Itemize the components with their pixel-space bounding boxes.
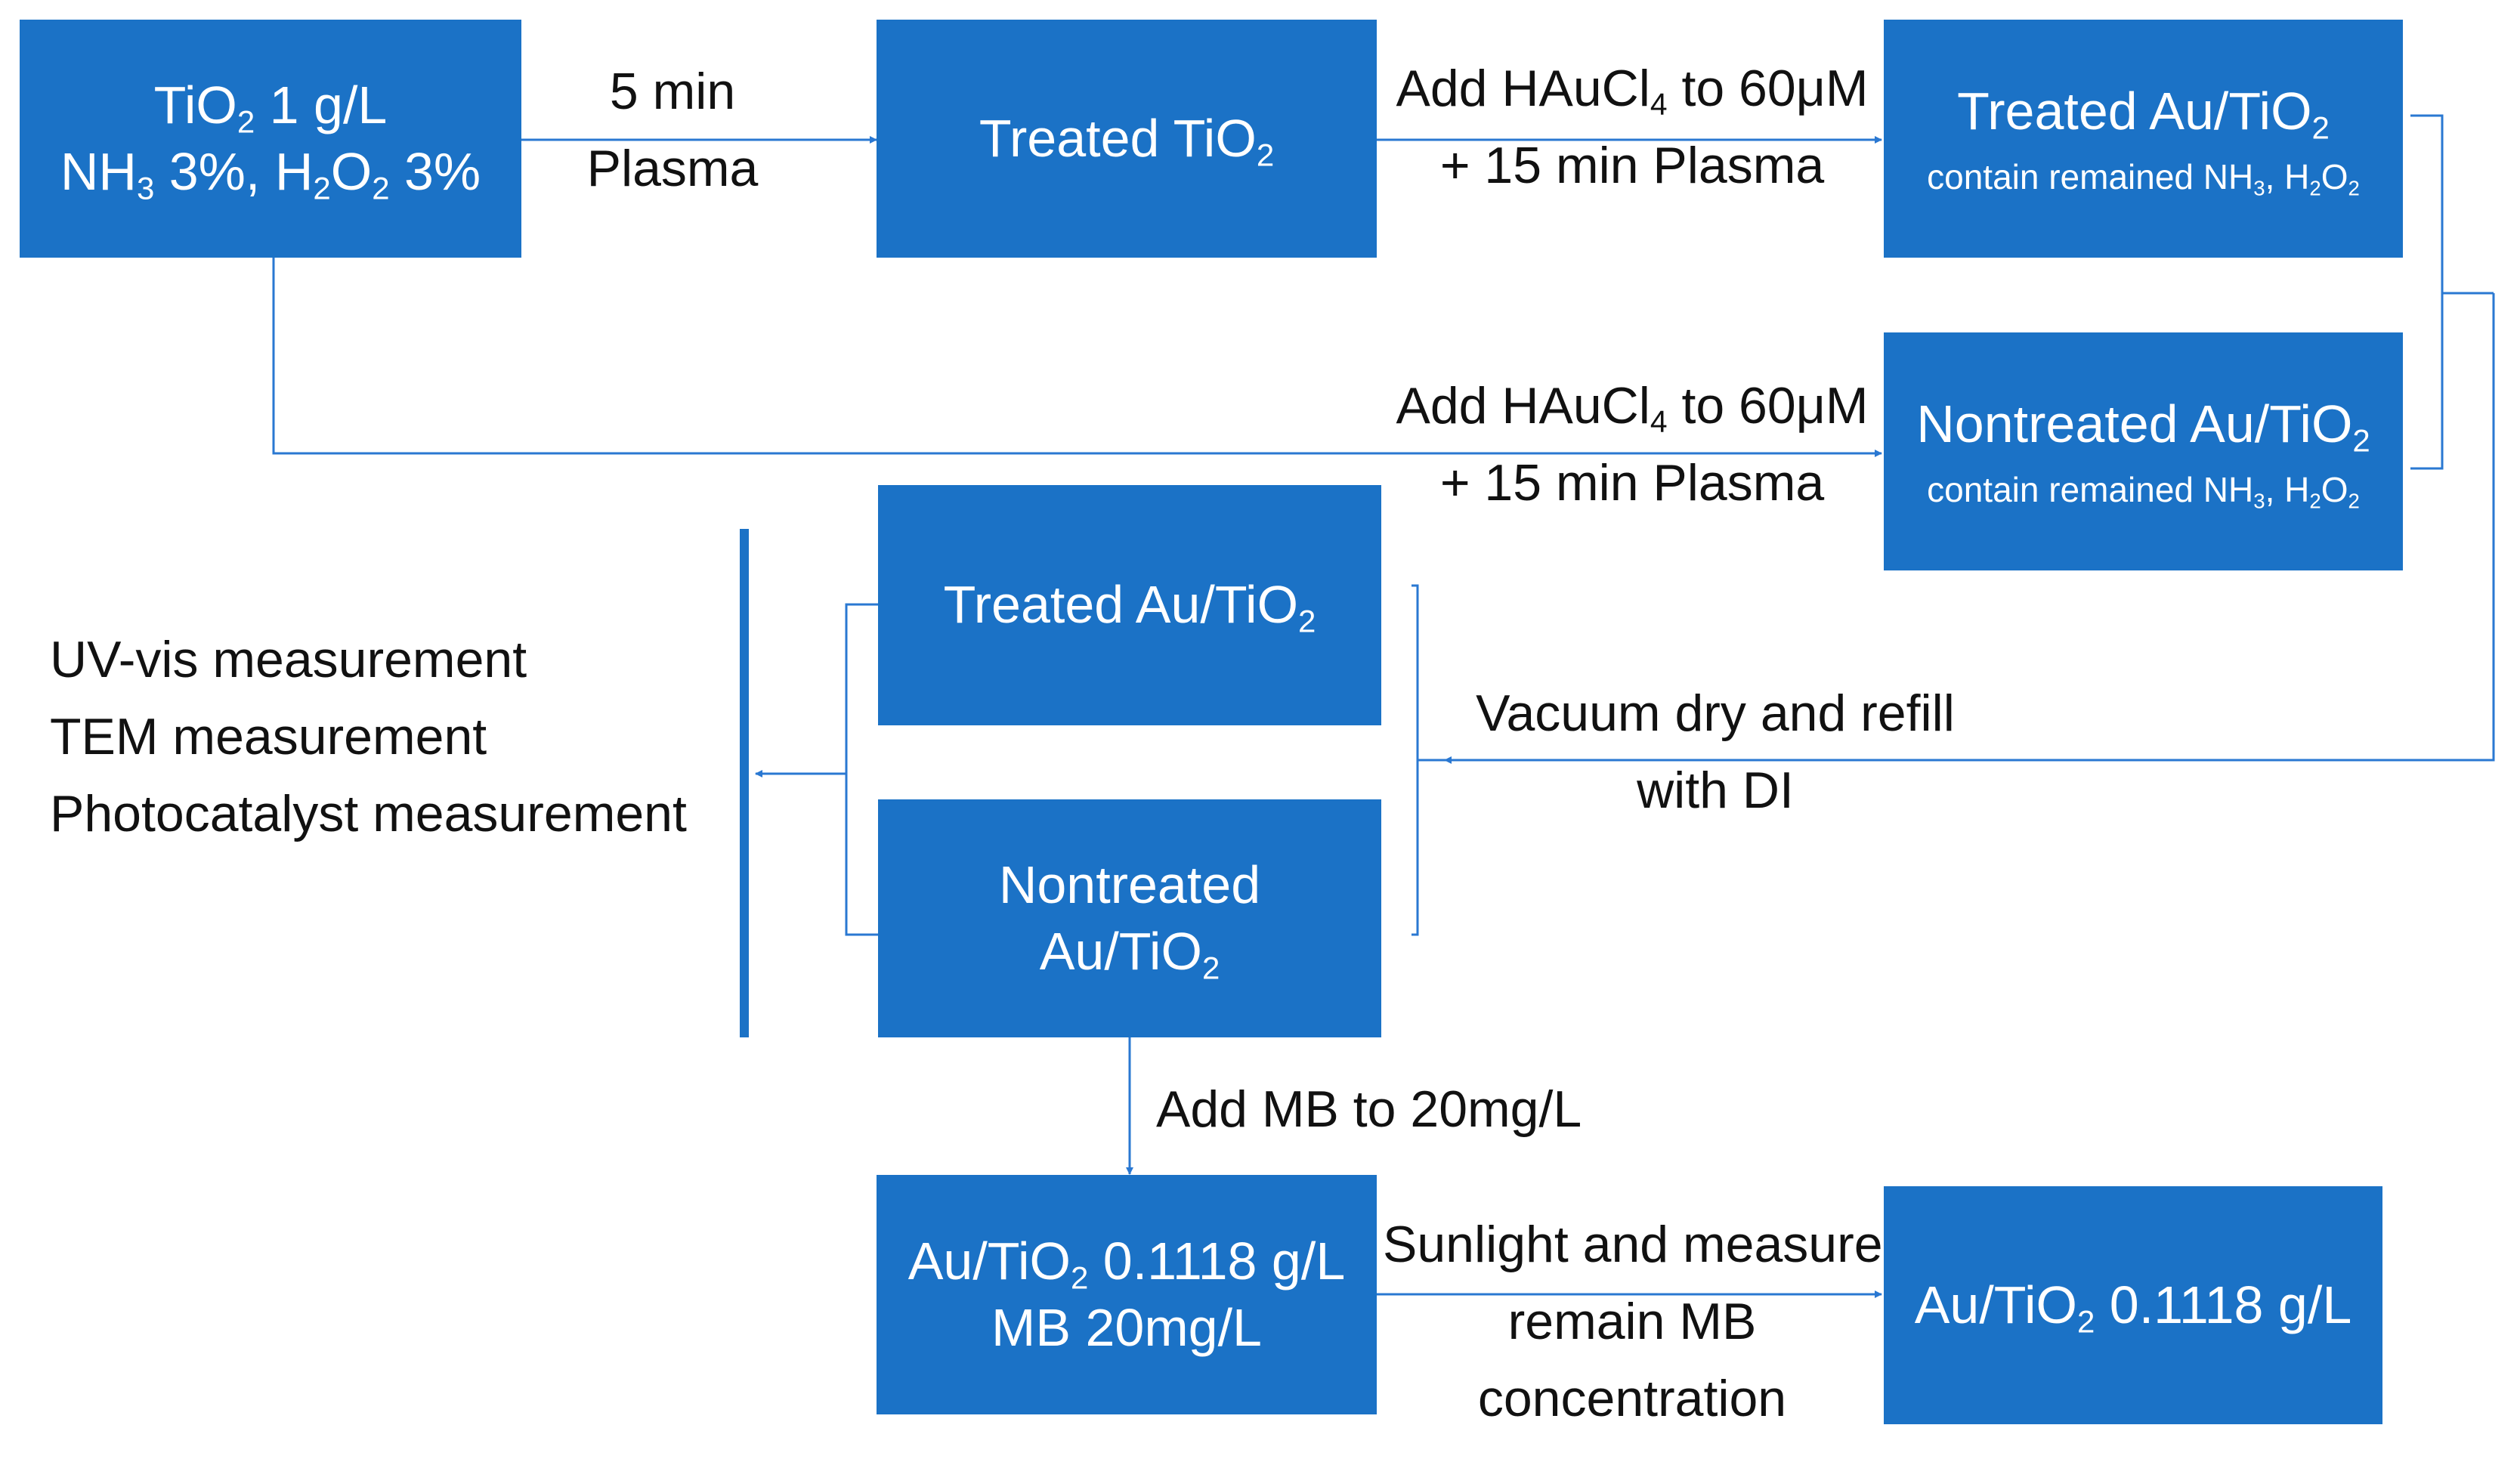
box-nontreated-au-tio2-mid-line2: Au/TiO2 [1039, 921, 1220, 986]
label-sunlight-line3: concentration [1477, 1370, 1787, 1427]
bracket-left-mid [845, 603, 878, 936]
label-tem: TEM measurement [50, 708, 487, 765]
arrow-vacuum-dry [1444, 293, 2495, 764]
box-treated-au-tio2-mid-line1: Treated Au/TiO2 [943, 575, 1316, 639]
label-vacuum-dry-line2: with DI [1637, 762, 1794, 819]
label-add-haucl4-top-line1: Add HAuCl4 to 60μM [1396, 60, 1869, 122]
box-treated-au-tio2-top: Treated Au/TiO2 contain remained NH3, H2… [1884, 20, 2403, 258]
arrow-nontreated-path [272, 257, 1882, 457]
label-add-haucl4-top: Add HAuCl4 to 60μM + 15 min Plasma [1383, 50, 1881, 204]
label-sunlight-line2: remain MB [1507, 1293, 1757, 1350]
box-nontreated-au-tio2-top-line2: contain remained NH3, H2O2 [1927, 469, 2360, 512]
label-sunlight-line1: Sunlight and measure [1383, 1216, 1883, 1273]
label-measurements: UV-vis measurement TEM measurement Photo… [50, 621, 687, 852]
label-add-mb: Add MB to 20mg/L [1156, 1080, 1582, 1138]
box-treated-au-tio2-mid: Treated Au/TiO2 [878, 485, 1381, 725]
bracket-right-mid [1412, 584, 1445, 936]
label-add-haucl4-bottom-line1: Add HAuCl4 to 60μM [1396, 377, 1869, 440]
box-nontreated-au-tio2-mid: Nontreated Au/TiO2 [878, 799, 1381, 1037]
box-tio2-initial-line2: NH3 3%, H2O2 3% [60, 141, 481, 206]
box-au-tio2-mb-line1: Au/TiO2 0.1118 g/L [908, 1232, 1346, 1296]
box-nontreated-au-tio2-mid-line1: Nontreated [998, 855, 1261, 914]
label-uv-vis: UV-vis measurement [50, 631, 527, 688]
bracket-right-top [2410, 114, 2494, 470]
label-photocatalyst: Photocatalyst measurement [50, 785, 687, 842]
box-treated-tio2: Treated TiO2 [877, 20, 1377, 258]
label-add-haucl4-top-line2: + 15 min Plasma [1439, 137, 1825, 194]
box-treated-au-tio2-top-line1: Treated Au/TiO2 [1957, 82, 2330, 146]
box-au-tio2-mb: Au/TiO2 0.1118 g/L MB 20mg/L [877, 1175, 1377, 1414]
box-tio2-initial-line1: TiO2 1 g/L [153, 76, 388, 140]
label-plasma-5min: 5 min Plasma [559, 53, 786, 207]
box-au-tio2-final-line1: Au/TiO2 0.1118 g/L [1914, 1275, 2352, 1340]
label-add-haucl4-bottom: Add HAuCl4 to 60μM + 15 min Plasma [1383, 367, 1881, 521]
box-nontreated-au-tio2-top-line1: Nontreated Au/TiO2 [1916, 394, 2370, 459]
label-add-haucl4-bottom-line2: + 15 min Plasma [1439, 454, 1825, 512]
label-vacuum-dry: Vacuum dry and refill with DI [1451, 675, 1980, 829]
box-treated-tio2-line1: Treated TiO2 [979, 108, 1275, 173]
box-treated-au-tio2-top-line2: contain remained NH3, H2O2 [1927, 156, 2360, 199]
label-vacuum-dry-line1: Vacuum dry and refill [1476, 685, 1955, 742]
box-nontreated-au-tio2-top: Nontreated Au/TiO2 contain remained NH3,… [1884, 332, 2403, 570]
box-au-tio2-mb-line2: MB 20mg/L [991, 1297, 1262, 1357]
box-tio2-initial: TiO2 1 g/L NH3 3%, H2O2 3% [20, 20, 521, 258]
label-plasma-5min-line2: Plasma [586, 140, 759, 197]
label-sunlight: Sunlight and measure remain MB concentra… [1383, 1206, 1883, 1437]
box-au-tio2-final: Au/TiO2 0.1118 g/L [1884, 1186, 2382, 1424]
label-plasma-5min-line1: 5 min [609, 63, 736, 120]
